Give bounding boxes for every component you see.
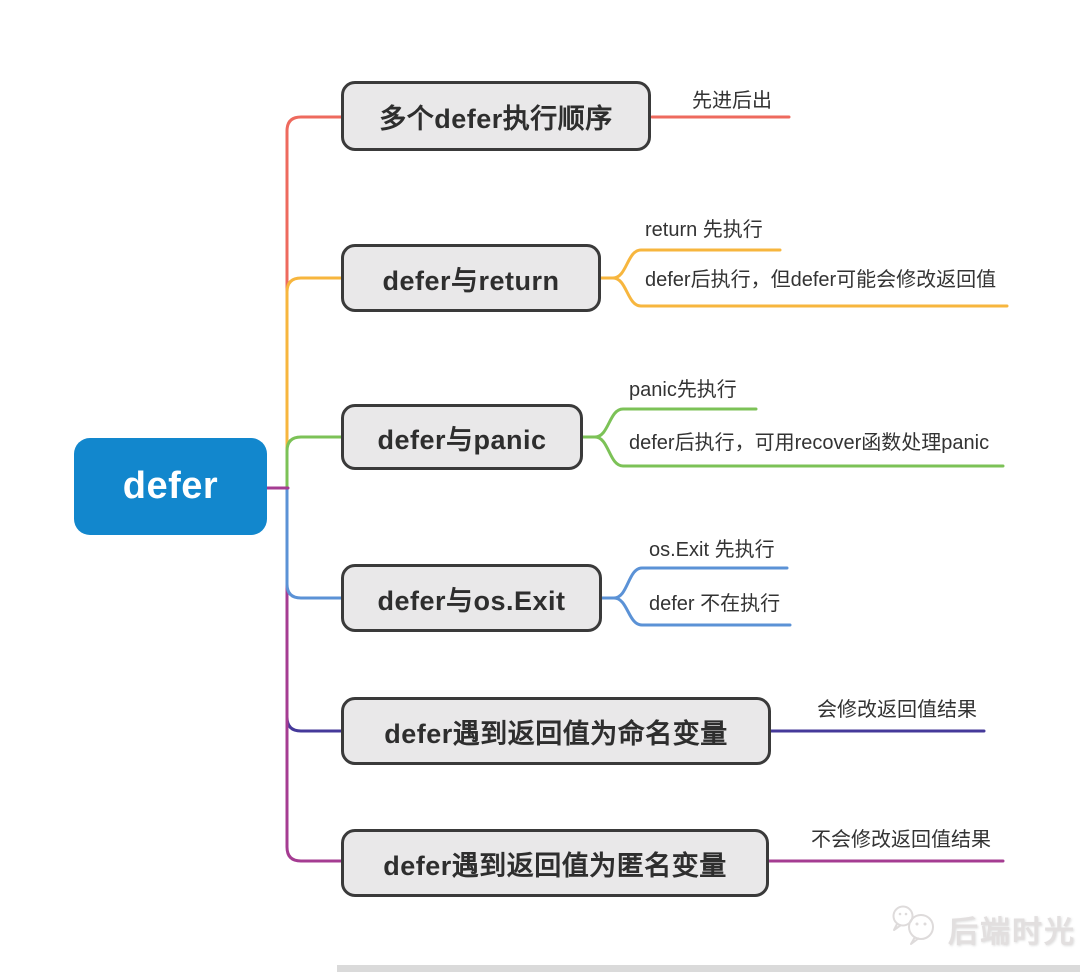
leaf-defer-after-panic[interactable]: defer后执行，可用recover函数处理panic <box>629 432 990 454</box>
branch-4-leaf-line-1 <box>612 566 789 600</box>
leaf-defer-after-return[interactable]: defer后执行，但defer可能会修改返回值 <box>645 269 997 291</box>
leaf-panic-first[interactable]: panic先执行 <box>629 379 737 401</box>
bottom-edge-strip <box>337 965 1080 972</box>
branch-2-trunk-line <box>285 276 343 490</box>
branch-3-leaf-line-1 <box>593 407 758 439</box>
branch-2-leaf-line-2 <box>611 276 1009 308</box>
topic-node-defer-panic[interactable]: defer与panic <box>341 404 583 470</box>
leaf-defer-not-run[interactable]: defer 不在执行 <box>649 593 781 615</box>
branch-3-trunk-line <box>285 435 343 490</box>
branch-3-leaf-line-2 <box>593 435 1005 468</box>
topic-node-defer-return[interactable]: defer与return <box>341 244 601 312</box>
watermark-label: 后端时光 <box>948 915 1076 949</box>
leaf-fifo[interactable]: 先进后出 <box>692 90 772 112</box>
branch-6-trunk-line <box>285 486 343 863</box>
topic-node-defer-named-return[interactable]: defer遇到返回值为命名变量 <box>341 697 771 765</box>
branch-1-trunk-line <box>285 115 343 490</box>
topic-node-defer-anonymous-return[interactable]: defer遇到返回值为匿名变量 <box>341 829 769 897</box>
branch-4-leaf-line-2 <box>612 596 792 627</box>
leaf-does-not-modify-return[interactable]: 不会修改返回值结果 <box>811 829 991 851</box>
wechat-icon <box>888 903 940 954</box>
topic-node-defer-osexit[interactable]: defer与os.Exit <box>341 564 602 632</box>
branch-5-trunk-line <box>285 486 343 733</box>
leaf-return-first[interactable]: return 先执行 <box>645 219 763 241</box>
leaf-osexit-first[interactable]: os.Exit 先执行 <box>649 539 775 561</box>
branch-2-leaf-line-1 <box>611 248 782 280</box>
branch-4-trunk-line <box>285 486 343 600</box>
root-node-defer[interactable]: defer <box>74 438 267 535</box>
leaf-modifies-return[interactable]: 会修改返回值结果 <box>817 699 977 721</box>
topic-node-defer-order[interactable]: 多个defer执行顺序 <box>341 81 651 151</box>
watermark: 后端时光 <box>888 903 1076 954</box>
